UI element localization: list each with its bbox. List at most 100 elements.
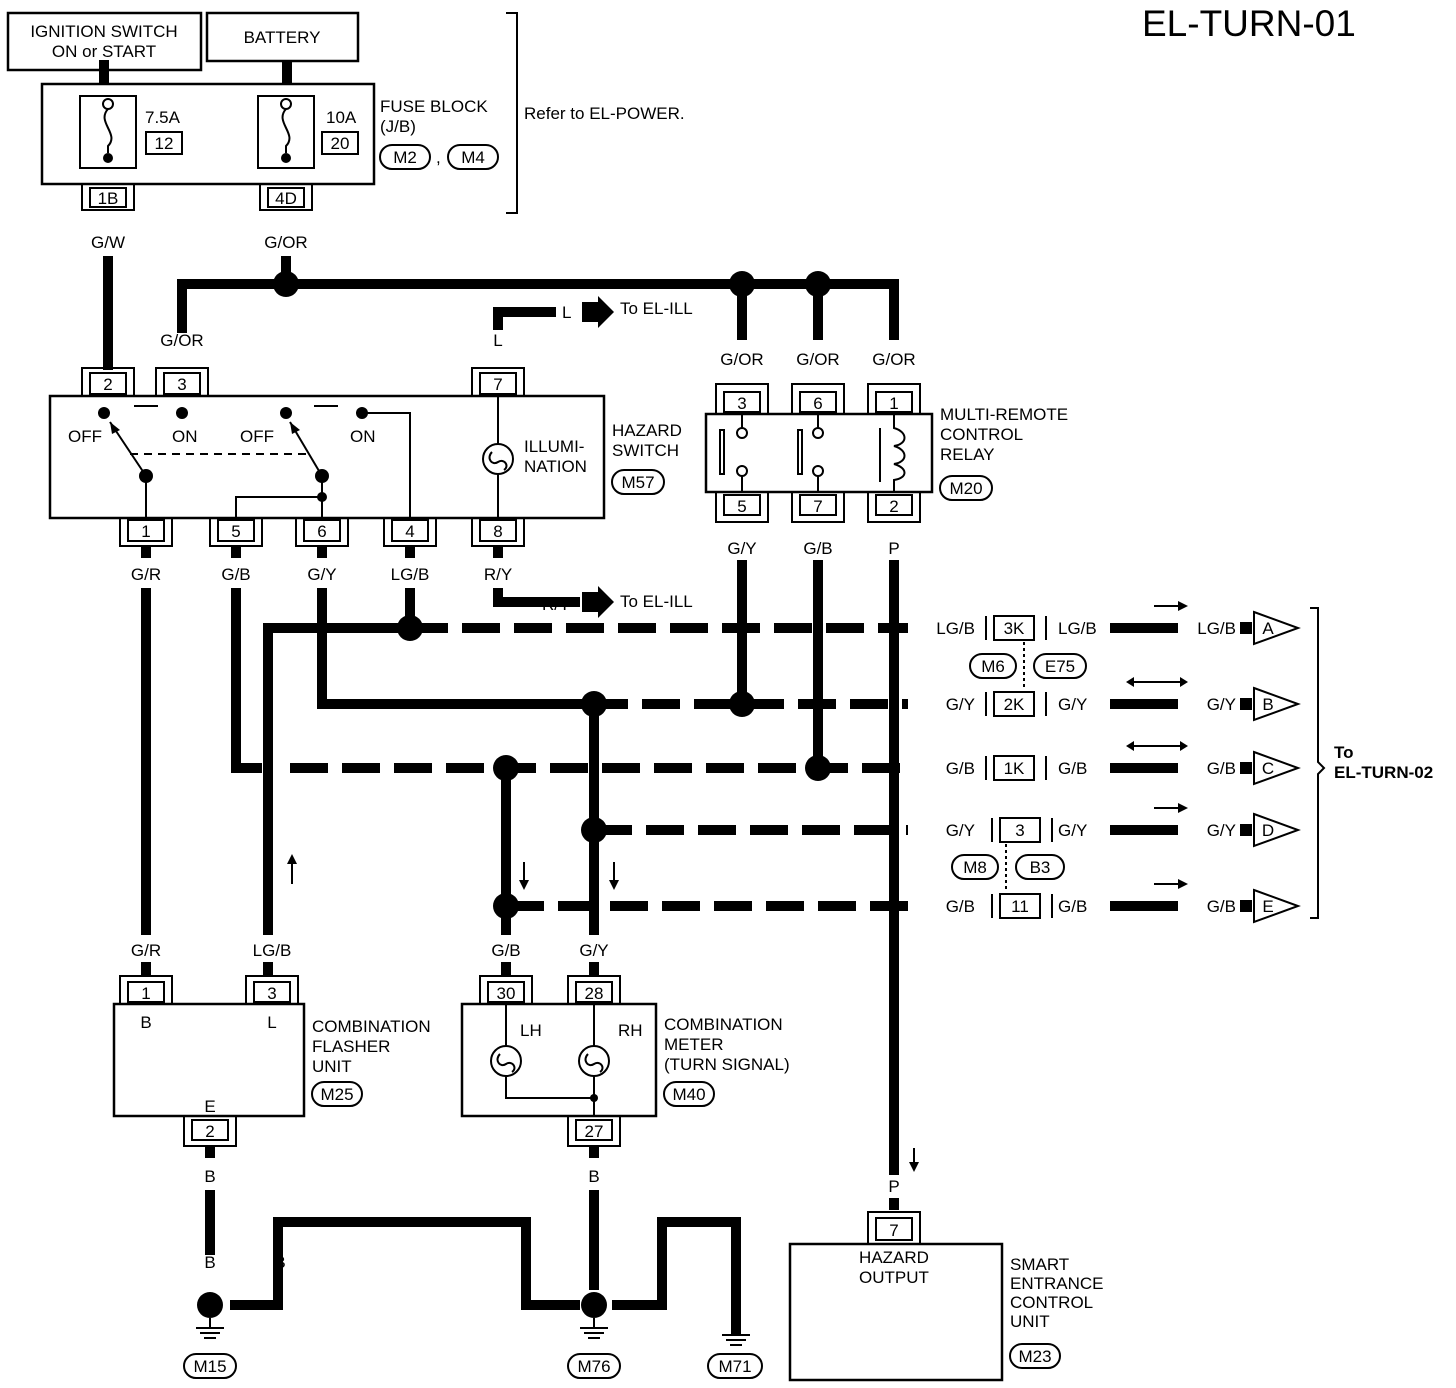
wire-label-b-g2: B (274, 1253, 285, 1272)
wire-label-gor-top: G/OR (264, 233, 307, 252)
ground-m71: M71 (707, 1334, 763, 1379)
svg-text:G/B: G/B (946, 897, 975, 916)
secu-pin-7: 7 (867, 1211, 921, 1244)
wire-label-b-flasher: B (204, 1167, 215, 1186)
fuse-block: 7.5A 12 10A 20 (40, 82, 376, 186)
svg-text:M76: M76 (577, 1357, 610, 1376)
fuse-conn-sep: , (436, 148, 441, 167)
combination-meter: 30 28 LH RH 27 (460, 975, 658, 1147)
hazard-pin-8: 8 (471, 518, 525, 547)
svg-text:2: 2 (205, 1122, 214, 1141)
svg-text:3: 3 (177, 375, 186, 394)
relay-pin-3: 3 (715, 383, 769, 414)
svg-text:3: 3 (267, 984, 276, 1003)
svg-text:27: 27 (585, 1122, 604, 1141)
relay-pin-1: 1 (867, 383, 921, 414)
svg-text:30: 30 (497, 984, 516, 1003)
svg-text:G/B: G/B (946, 759, 975, 778)
wire-label-b-g5: B (656, 1253, 667, 1272)
svg-text:5: 5 (231, 522, 240, 541)
svg-text:4: 4 (405, 522, 414, 541)
svg-text:5: 5 (737, 497, 746, 516)
wire-label-gor-haz: G/OR (160, 331, 203, 350)
svg-text:A: A (1262, 619, 1274, 638)
hazard-pin-6: 6 (295, 518, 349, 547)
svg-text:M71: M71 (718, 1357, 751, 1376)
wire-label-gy-meter: G/Y (579, 941, 608, 960)
wire-label-gy-relay: G/Y (727, 539, 756, 558)
refer-power-note: Refer to EL-POWER. (524, 104, 685, 123)
svg-text:LG/B: LG/B (1058, 619, 1097, 638)
hazard-pin-3: 3 (155, 367, 209, 396)
wire-label-gy-1: G/Y (307, 565, 336, 584)
fuse-pin-4d: 4D (259, 184, 313, 211)
hazard-pin-1: 1 (119, 518, 173, 547)
fuse-a-rating: 7.5A (145, 108, 181, 127)
wire-harness (103, 256, 1178, 1335)
page-id: EL-TURN-01 (1142, 3, 1356, 44)
conn-m8: M8 (963, 858, 987, 877)
svg-text:2: 2 (103, 375, 112, 394)
svg-text:7: 7 (813, 497, 822, 516)
flasher-pin-2: 2 (183, 1116, 237, 1147)
secu-conn-m23: M23 (1018, 1347, 1051, 1366)
ground-m15: M15 (183, 1318, 237, 1379)
fuse-a-number: 12 (155, 134, 174, 153)
svg-text:G/B: G/B (1058, 759, 1087, 778)
conn-b3: B3 (1030, 858, 1051, 877)
wire-label-gr-1: G/R (131, 565, 161, 584)
svg-text:3K: 3K (1004, 619, 1025, 638)
svg-text:6: 6 (813, 394, 822, 413)
output-row-e: G/B 11 G/B G/B E (946, 888, 1301, 924)
wire-label-gw: G/W (91, 233, 125, 252)
wire-label-b-g1: B (204, 1253, 215, 1272)
hazard-switch: 2 3 7 OFF ON OFF ON ILLUMI-NATION 1 5 (48, 367, 606, 547)
svg-text:4D: 4D (275, 189, 297, 208)
wire-label-p-secu: P (888, 1177, 899, 1196)
svg-text:G/Y: G/Y (1058, 821, 1087, 840)
svg-text:E: E (1262, 897, 1273, 916)
relay-pin-6: 6 (791, 383, 845, 414)
svg-text:2: 2 (889, 497, 898, 516)
wire-label-gr-2: G/R (131, 941, 161, 960)
wire-label-gor-r6: G/OR (796, 350, 839, 369)
relay-pin-7: 7 (791, 492, 845, 523)
svg-text:C: C (1262, 759, 1274, 778)
svg-text:7: 7 (493, 375, 502, 394)
wire-label-l-haz: L (493, 331, 502, 350)
to-el-ill-arrow-1 (582, 296, 614, 328)
fuse-conn-m2: M2 (393, 148, 417, 167)
splice-points (197, 271, 831, 1318)
wire-label-gor-r3: G/OR (720, 350, 763, 369)
fuse-b-number: 20 (331, 134, 350, 153)
meter-conn-m40: M40 (672, 1085, 705, 1104)
wire-label-l-ill: L (562, 303, 571, 322)
svg-text:1: 1 (141, 984, 150, 1003)
svg-text:28: 28 (585, 984, 604, 1003)
svg-text:G/Y: G/Y (946, 695, 975, 714)
hazard-on-2: ON (350, 427, 376, 446)
meter-pin-27: 27 (567, 1116, 621, 1147)
wire-label-ry-ill: R/Y (542, 595, 570, 614)
wire-label-gb-relay: G/B (803, 539, 832, 558)
meter-rh-label: RH (618, 1021, 643, 1040)
svg-text:3: 3 (1015, 821, 1024, 840)
to-el-ill-2: To EL-ILL (620, 592, 693, 611)
flasher-term-l: L (267, 1013, 276, 1032)
svg-text:11: 11 (1011, 897, 1029, 916)
battery-source: BATTERY (205, 11, 360, 63)
hazard-conn-m57: M57 (621, 473, 654, 492)
hazard-pin-4: 4 (383, 518, 437, 547)
output-row-c: G/B 1K G/B G/B C (946, 750, 1301, 786)
meter-pin-28: 28 (567, 975, 621, 1004)
hazard-pin-5: 5 (209, 518, 263, 547)
hazard-on-1: ON (172, 427, 198, 446)
wire-label-gb-meter: G/B (491, 941, 520, 960)
